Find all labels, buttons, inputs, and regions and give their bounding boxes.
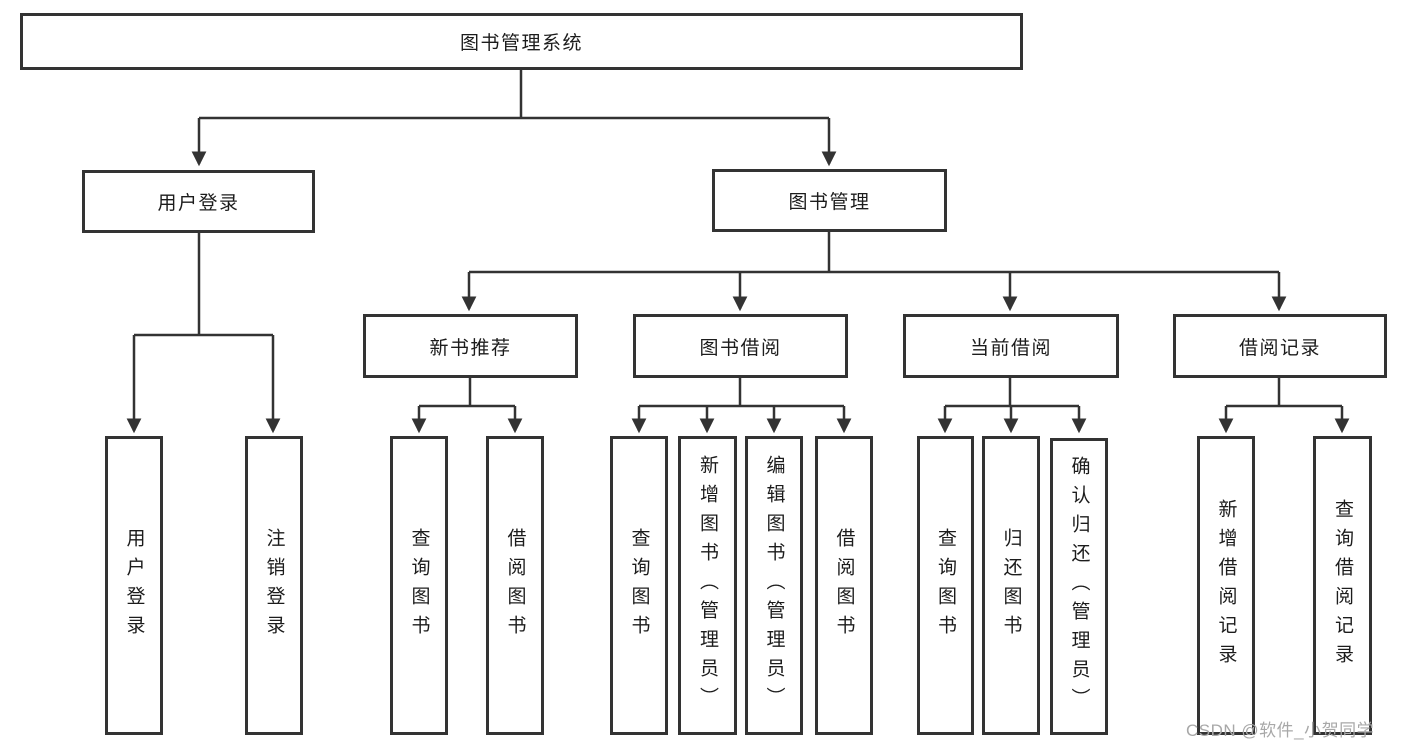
node-user-login: 用户登录 — [82, 170, 315, 233]
leaf-logout: 注销登录 — [245, 436, 303, 735]
leaf-borrow-edit-book-admin: 编辑图书（管理员） — [745, 436, 803, 735]
watermark-text: CSDN @软件_小贺同学 — [1186, 721, 1375, 740]
leaf-borrow-add-book-admin: 新增图书（管理员） — [678, 436, 737, 735]
node-current-borrowing: 当前借阅 — [903, 314, 1119, 378]
node-book-borrowing: 图书借阅 — [633, 314, 848, 378]
node-book-management: 图书管理 — [712, 169, 947, 232]
leaf-borrow-borrow-books: 借阅图书 — [815, 436, 873, 735]
leaf-record-add-borrow-record: 新增借阅记录 — [1197, 436, 1255, 735]
leaf-current-query-books: 查询图书 — [917, 436, 974, 735]
node-borrowing-records: 借阅记录 — [1173, 314, 1387, 378]
leaf-newbook-query-books: 查询图书 — [390, 436, 448, 735]
node-new-book-recommendation: 新书推荐 — [363, 314, 578, 378]
leaf-newbook-borrow-books: 借阅图书 — [486, 436, 544, 735]
leaf-current-return-books: 归还图书 — [982, 436, 1040, 735]
leaf-record-query-borrow-record: 查询借阅记录 — [1313, 436, 1372, 735]
node-library-management-system: 图书管理系统 — [20, 13, 1023, 70]
leaf-current-confirm-return-admin: 确认归还（管理员） — [1050, 438, 1108, 735]
leaf-user-login: 用户登录 — [105, 436, 163, 735]
leaf-borrow-query-books: 查询图书 — [610, 436, 668, 735]
